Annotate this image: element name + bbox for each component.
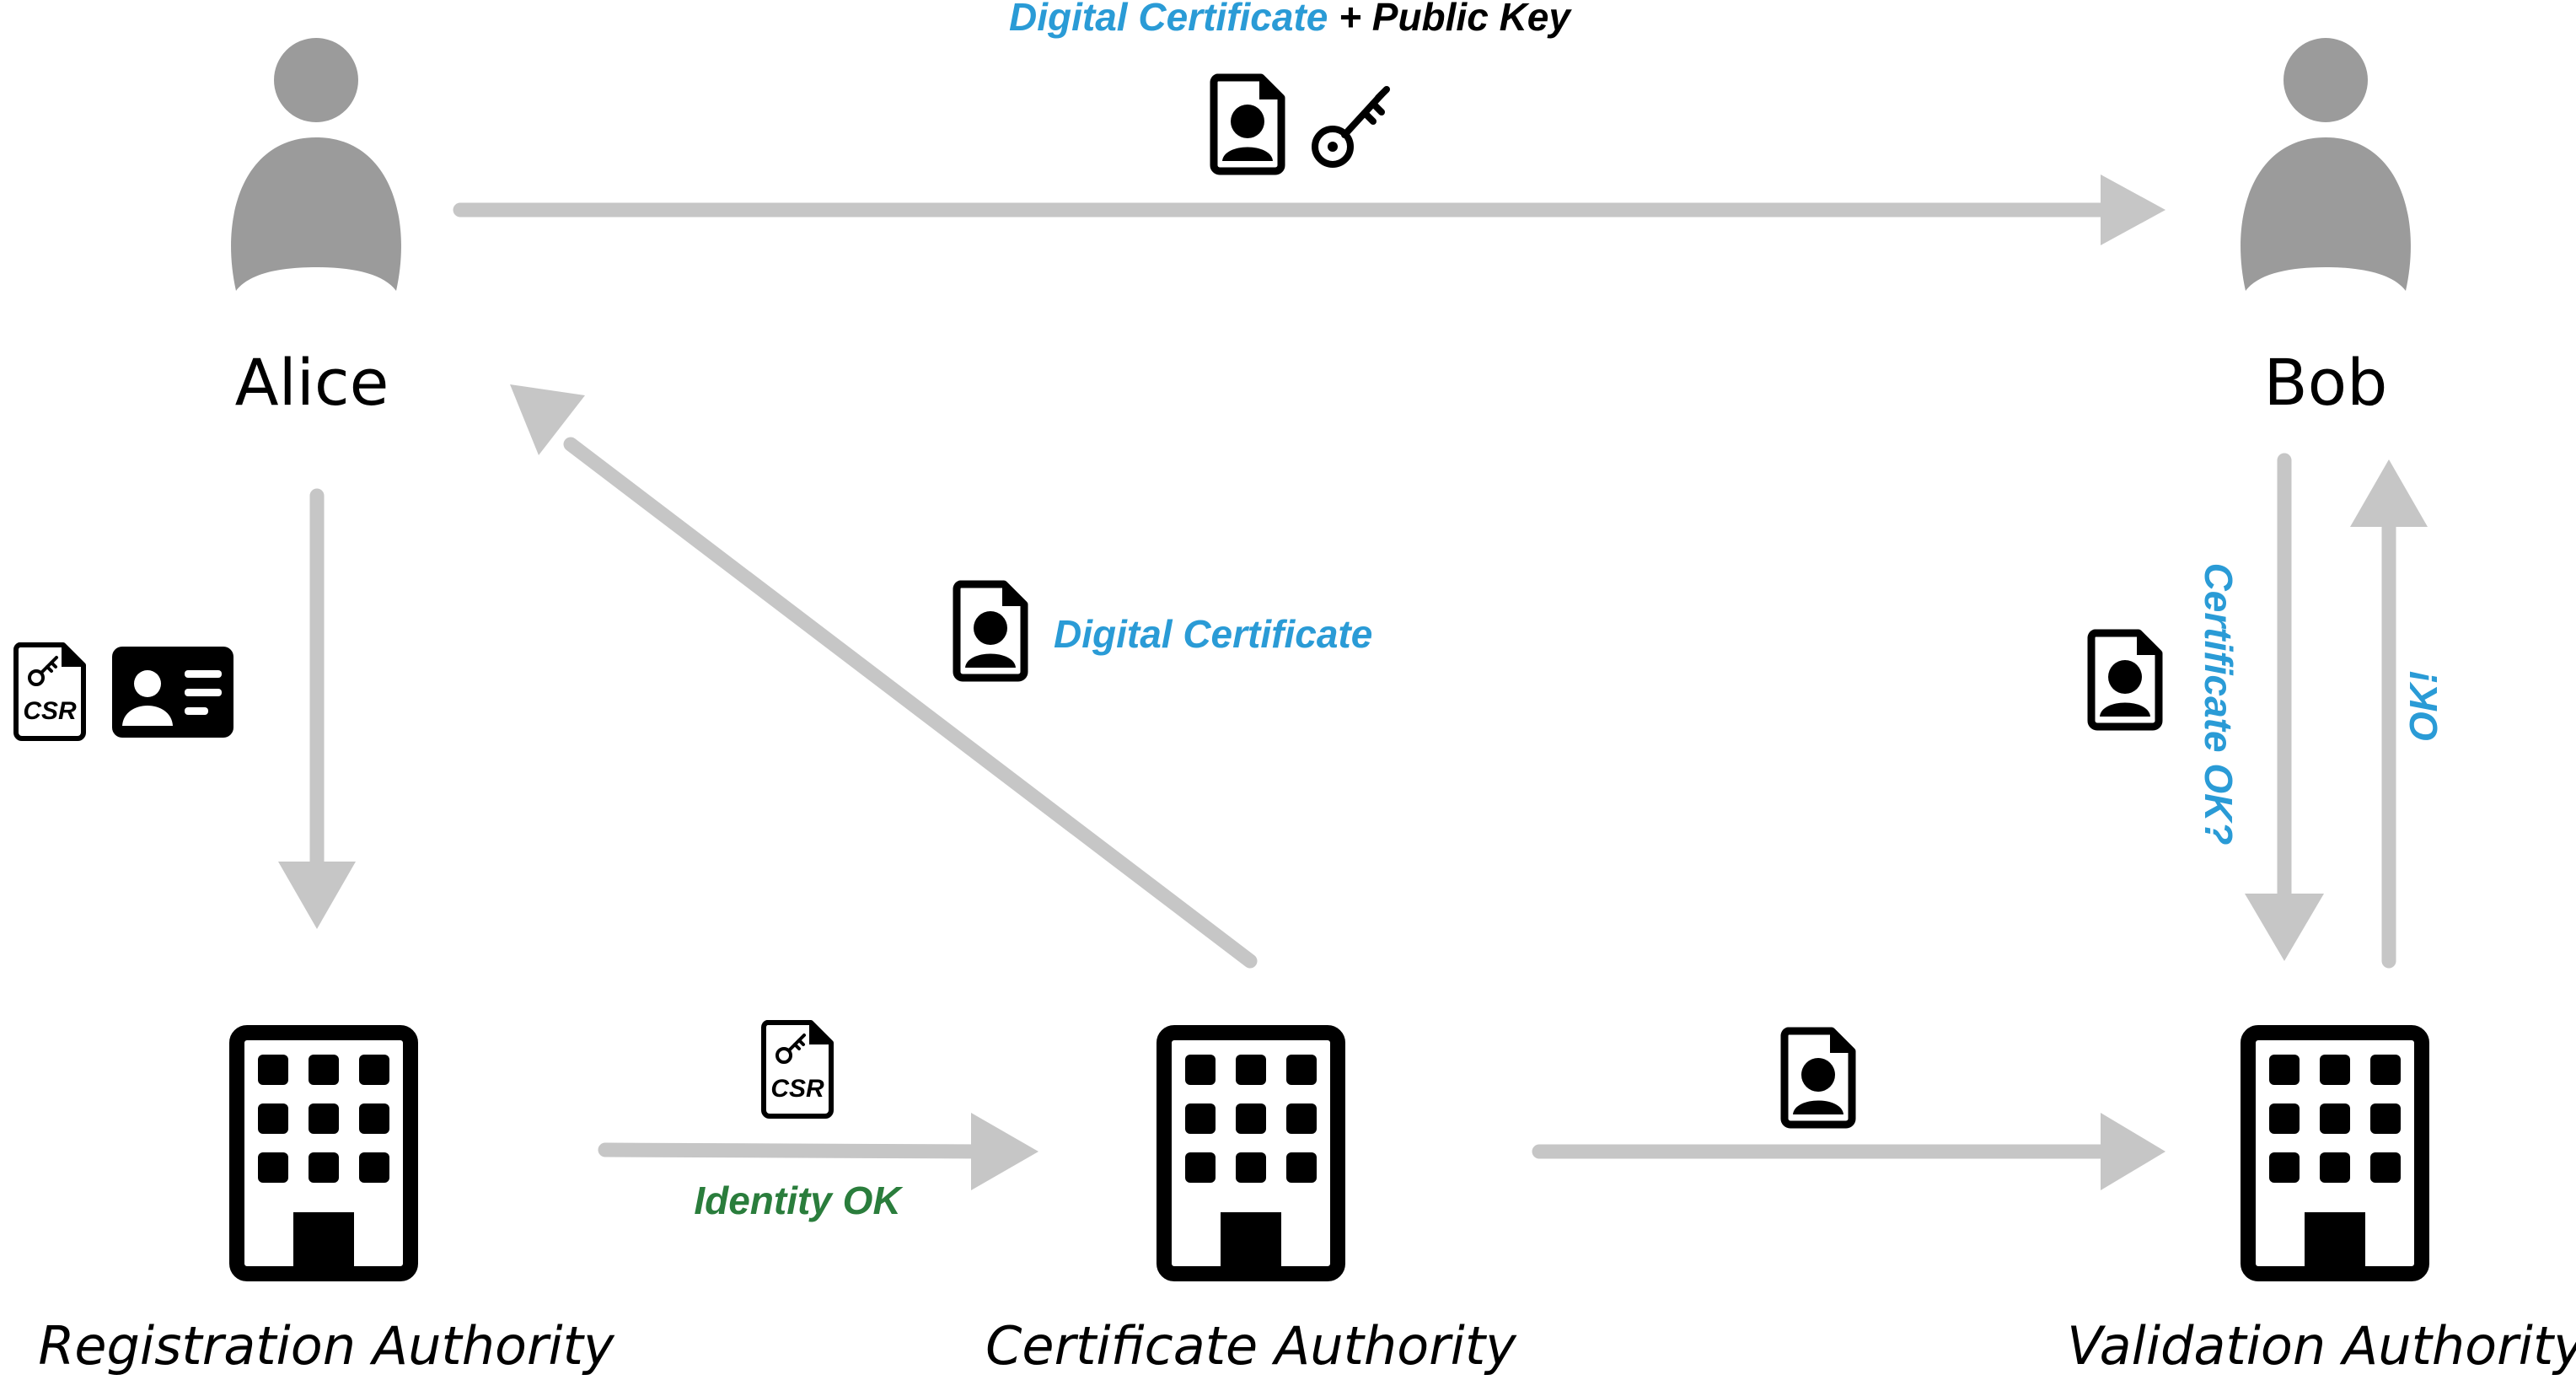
identity-ok-label: Identity OK [694, 1179, 903, 1222]
top-certificate-label: Digital Certificate [1009, 0, 1328, 39]
id-card-icon [112, 647, 233, 738]
certificate-icon [1214, 78, 1281, 171]
validation-authority-building-icon [2248, 1033, 2422, 1274]
svg-text:CSR: CSR [23, 697, 77, 725]
bob-label: Bob [2264, 345, 2388, 420]
certificate-icon [2091, 633, 2159, 727]
digital-certificate-label: Digital Certificate [1054, 612, 1372, 656]
registration-authority-label: Registration Authority [38, 1315, 615, 1377]
csr-document-icon: CSR [764, 1023, 831, 1116]
top-transfer-label: Digital Certificate + Public Key [1009, 0, 1572, 39]
certificate-authority-building-icon [1164, 1033, 1338, 1274]
arrow-alice-to-registration [278, 488, 356, 929]
alice-person-icon [231, 38, 401, 291]
bob-person-icon [2241, 38, 2411, 291]
certificate-icon [1784, 1031, 1852, 1125]
svg-text:CSR: CSR [770, 1075, 824, 1103]
arrow-validation-to-bob [2350, 459, 2428, 969]
certificate-ok-label: Certificate OK? [2197, 563, 2241, 846]
validation-authority-label: Validation Authority [2067, 1315, 2576, 1377]
certificate-authority-label: Certificate Authority [985, 1315, 1517, 1377]
arrow-registration-to-certificate [598, 1113, 1038, 1190]
arrow-certificate-to-alice [510, 384, 1258, 969]
arrow-certificate-to-validation [1532, 1113, 2165, 1190]
key-icon [1315, 89, 1387, 164]
ok-label: OK! [2402, 671, 2445, 742]
arrow-bob-to-validation [2245, 453, 2324, 961]
certificate-icon [957, 584, 1024, 678]
alice-label: Alice [235, 345, 389, 420]
top-public-key-label: + Public Key [1328, 0, 1572, 39]
csr-document-icon: CSR [16, 645, 83, 738]
arrow-alice-to-bob [453, 175, 2165, 245]
registration-authority-building-icon [237, 1033, 411, 1274]
